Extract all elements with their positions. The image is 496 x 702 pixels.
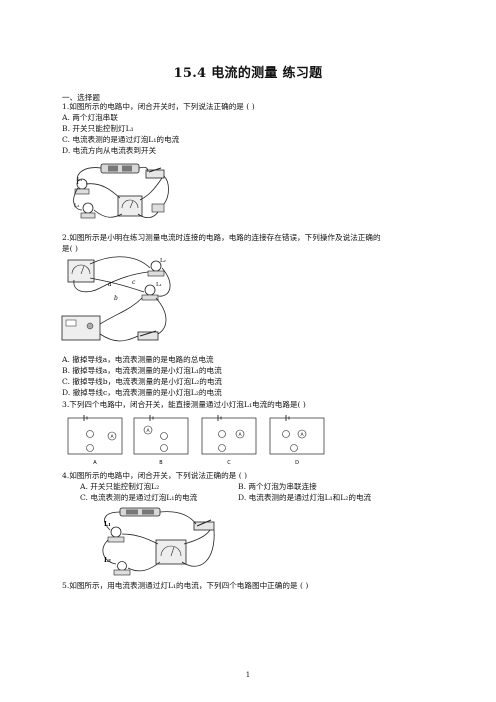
q2-option-a: A. 撤掉导线a，电流表测量的是电路的总电流 <box>62 355 214 364</box>
q4-stem: 4.如图所示的电路中，闭合开关，下列说法正确的是 ( ) <box>62 471 248 480</box>
q1-option-c: C. 电流表测的是通过灯泡L₁的电流 <box>62 135 180 144</box>
page-number: 1 <box>245 671 251 679</box>
q4-option-b: B. 两个灯泡为串联连接 <box>238 482 317 491</box>
q3-panel-d: A D <box>269 415 325 466</box>
q4-option-c: C. 电流表测的是通过灯泡L₁的电流 <box>80 493 198 502</box>
q4-option-a: A. 开关只能控制灯泡L₂ <box>80 482 160 491</box>
page-title: 15.4 电流的测量 练习题 <box>173 66 323 81</box>
svg-text:A: A <box>110 434 114 440</box>
q3-panel-c-label: C <box>227 460 231 466</box>
q1-stem: 1.如图所示的电路中，闭合开关时，下列说法正确的是 ( ) <box>62 102 255 111</box>
section-heading: 一、选择题 <box>62 93 100 102</box>
q2-stem-line2: 是( ) <box>62 244 78 253</box>
svg-text:A: A <box>238 432 242 438</box>
q3-panel-c: A C <box>201 415 257 466</box>
q2-option-c: C. 撤掉导线b，电流表测量的是小灯泡L₂的电流 <box>62 377 223 386</box>
q3-panel-a: A A <box>67 415 123 466</box>
q2-option-d: D. 撤掉导线c，电流表测量的是小灯泡L₂的电流 <box>62 388 222 397</box>
q3-panel-d-label: D <box>295 460 299 466</box>
q1-label-l1: L₁ <box>77 177 82 183</box>
q2-label-a: a <box>108 281 112 288</box>
q1-option-b: B. 开关只能控制灯L₁ <box>62 124 134 133</box>
q1-circuit-figure: L₁ L₂ <box>73 163 169 219</box>
svg-text:A: A <box>146 428 150 434</box>
q3-stem: 3.下列四个电路中，闭合开关，能直接测量通过小灯泡L₁电流的电路是( ) <box>62 400 306 409</box>
q4-circuit-figure: L₁ L₂ <box>102 507 215 576</box>
q1-option-d: D. 电流方向从电流表到开关 <box>62 146 157 155</box>
q1-label-l2: L₂ <box>74 203 79 209</box>
q5-stem: 5.如图所示，用电流表测通过灯L₁的电流，下列四个电路图中正确的是 ( ) <box>62 581 309 590</box>
q3-panel-b-label: B <box>159 460 163 466</box>
q3-circuit-panels: A A A B A C A D <box>67 415 325 466</box>
q3-panel-b: A B <box>133 415 189 466</box>
q4-label-l2: L₂ <box>104 557 111 564</box>
q1-option-a: A. 两个灯泡串联 <box>62 113 118 122</box>
q4-option-d: D. 电流表测的是通过灯泡L₁和L₂的电流 <box>238 493 372 502</box>
q2-option-b: B. 撤掉导线a，电流表测量的是小灯泡L₁的电流 <box>62 366 222 375</box>
q3-panel-a-label: A <box>93 460 97 466</box>
q2-label-b: b <box>114 295 118 302</box>
q2-circuit-figure: L₂ L₁ a b c <box>61 256 171 342</box>
q2-stem-line1: 2.如图所示是小明在练习测量电流时连接的电路，电路的连接存在错误，下列操作及说法… <box>62 233 381 242</box>
q4-label-l1: L₁ <box>104 521 111 528</box>
q2-label-c: c <box>132 279 136 286</box>
q2-label-l1: L₁ <box>156 282 162 288</box>
q2-label-l2: L₂ <box>160 258 166 264</box>
svg-text:A: A <box>300 432 304 438</box>
